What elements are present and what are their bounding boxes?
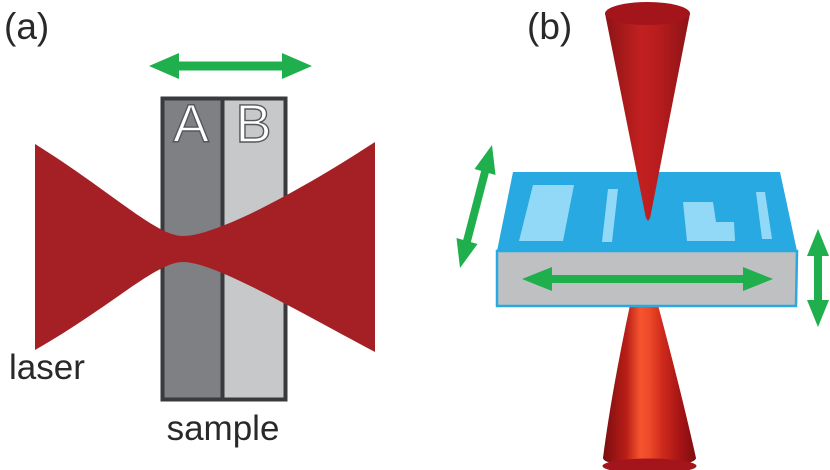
sample-label: sample	[166, 409, 280, 448]
arrow-left-head	[149, 53, 179, 79]
bottom-cone-body	[603, 305, 696, 467]
arrow-down-head	[456, 238, 478, 268]
arrow-down-head	[807, 300, 829, 327]
slab-feature-3	[683, 202, 735, 241]
slab-feature-2	[602, 189, 618, 242]
arrow-up-head	[474, 145, 496, 175]
top-cone-body	[605, 13, 690, 221]
arrow-right-head	[282, 53, 312, 79]
bottom-laser-cone	[602, 305, 697, 470]
slab-feature-4	[756, 192, 772, 239]
layer-b-letter: B	[235, 93, 272, 154]
arrow-right-head	[743, 267, 773, 291]
slab-tilted-arrow	[456, 145, 496, 268]
slab-feature-1	[519, 185, 574, 241]
panel-a-label: (a)	[4, 6, 50, 47]
laser-label: laser	[9, 348, 85, 387]
panel-b-label: (b)	[527, 6, 573, 47]
arrow-up-head	[807, 229, 829, 256]
laser-beam-bowtie	[35, 142, 375, 352]
slab-horizontal-arrow	[522, 267, 773, 291]
top-laser-cone	[605, 2, 690, 221]
arrow-shaft	[462, 168, 490, 245]
panel-a-scan-arrow	[149, 53, 312, 79]
slab-vertical-arrow	[807, 229, 829, 327]
layer-a-letter: A	[172, 93, 210, 154]
arrow-left-head	[522, 267, 552, 291]
bottom-cone-cap	[602, 458, 697, 470]
top-cone-cap	[605, 2, 690, 25]
